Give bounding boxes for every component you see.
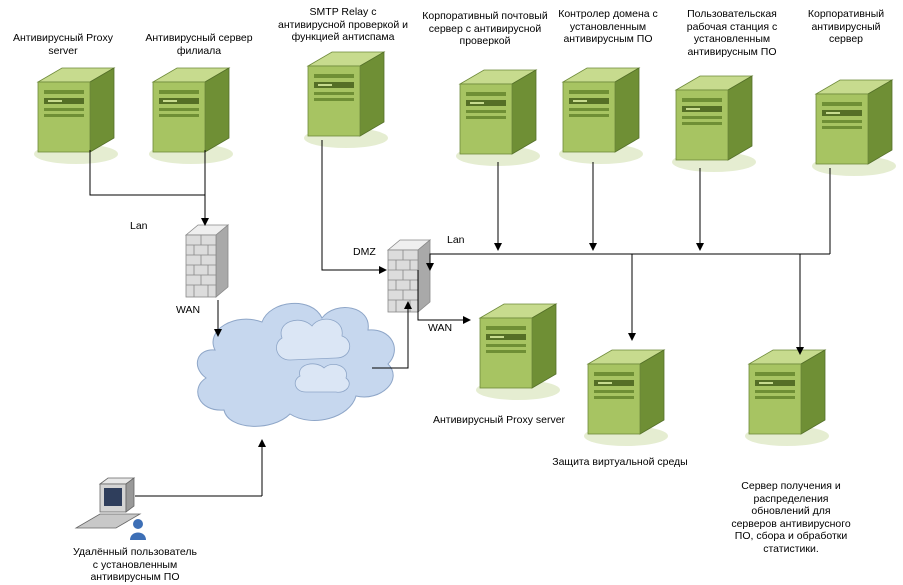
internet-cloud-icon bbox=[196, 303, 395, 427]
update-server-icon bbox=[744, 349, 830, 447]
label-workstation: Пользовательская рабочая станция с устан… bbox=[686, 8, 778, 58]
virtual-env-server-icon bbox=[583, 349, 669, 447]
label-update-server: Сервер получения и распределения обновле… bbox=[731, 480, 851, 555]
label-lan-left: Lan bbox=[130, 220, 148, 232]
domain-controller-server-icon bbox=[558, 67, 644, 165]
label-wan-left: WAN bbox=[176, 304, 201, 316]
label-remote-user: Удалённый пользователь с установленным а… bbox=[73, 546, 197, 583]
dmz-proxy-server-icon bbox=[475, 303, 561, 401]
firewall-left-icon bbox=[185, 224, 229, 298]
corp-av-server-icon bbox=[811, 79, 897, 177]
proxy-server-icon bbox=[33, 67, 119, 165]
branch-server-icon bbox=[148, 67, 234, 165]
smtp-relay-server-icon bbox=[303, 51, 389, 149]
label-mail-server: Корпоративный почтовый сервер с антивиру… bbox=[422, 10, 548, 47]
label-lan-right: Lan bbox=[447, 234, 465, 246]
remote-user-computer-icon bbox=[74, 477, 146, 540]
label-proxy-server: Антивирусный Proxy server bbox=[13, 32, 113, 57]
label-branch-server: Антивирусный сервер филиала bbox=[145, 32, 253, 57]
mail-server-icon bbox=[455, 69, 541, 167]
label-corp-av-server: Корпоративный антивирусный сервер bbox=[807, 8, 885, 45]
label-domain-controller: Контролер домена с установленным антивир… bbox=[558, 8, 658, 45]
label-dmz: DMZ bbox=[353, 246, 376, 258]
label-wan-right: WAN bbox=[428, 322, 453, 334]
label-dmz-proxy: Антивирусный Proxy server bbox=[432, 414, 566, 426]
label-smtp-relay: SMTP Relay с антивирусной проверкой и фу… bbox=[278, 6, 408, 43]
workstation-server-icon bbox=[671, 75, 757, 173]
label-virtual-env: Защита виртуальной среды bbox=[552, 456, 688, 468]
firewall-dmz-icon bbox=[387, 239, 431, 313]
